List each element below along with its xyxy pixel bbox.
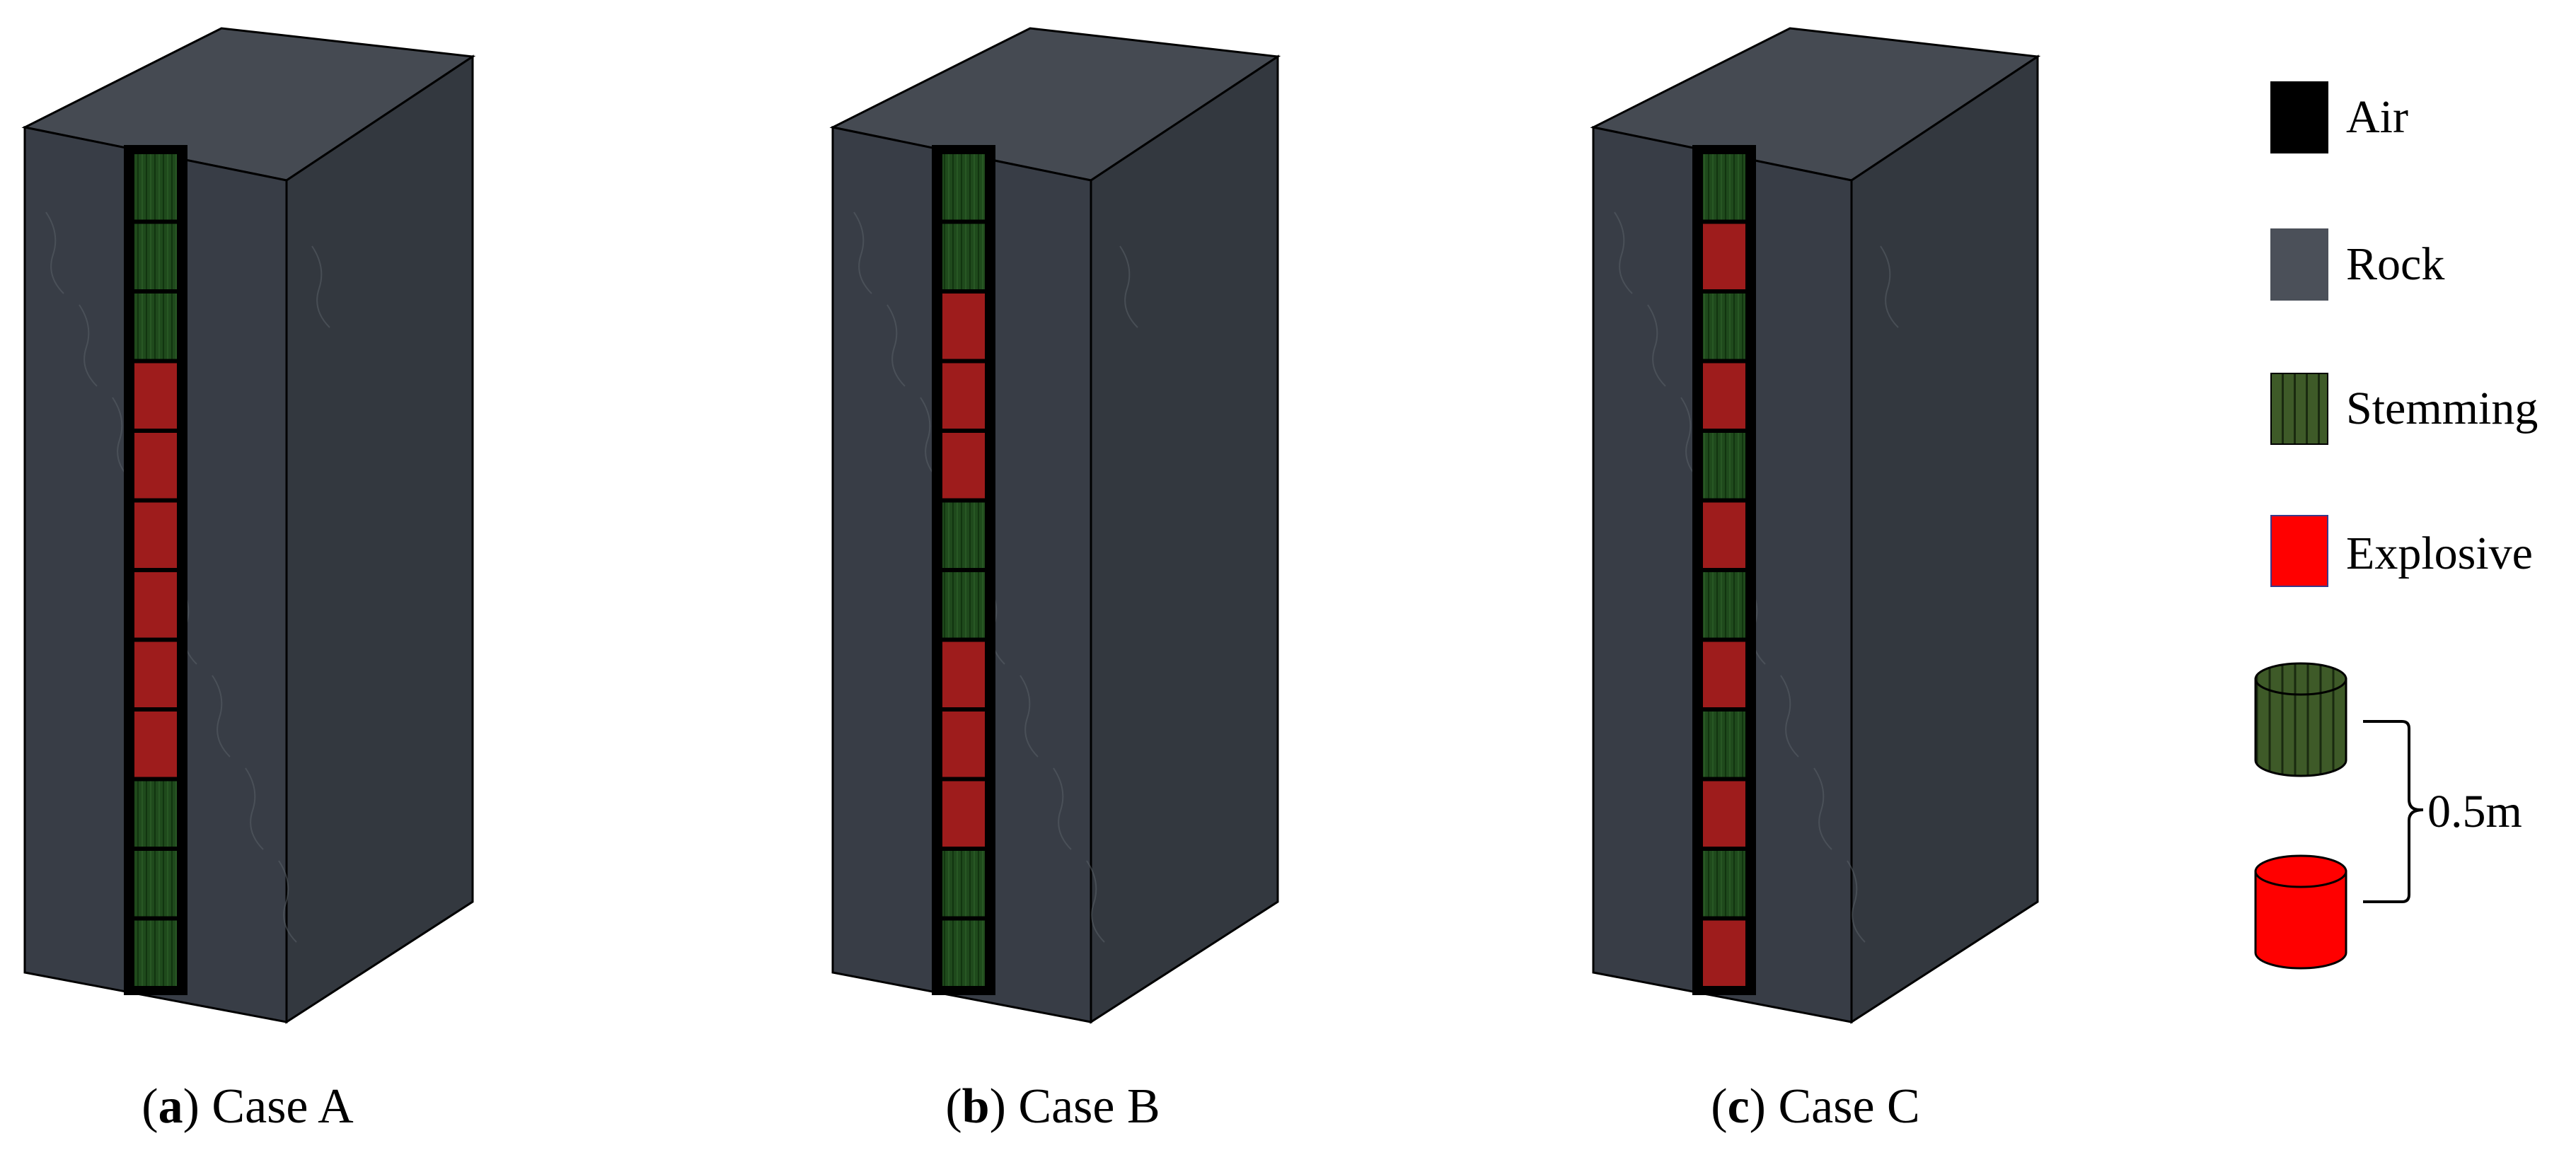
- explosive-segment: [941, 640, 986, 709]
- rock-crack: [1880, 245, 1899, 328]
- explosive-segment: [941, 292, 986, 361]
- legend-label-stemming: Stemming: [2346, 383, 2539, 434]
- rock-crack: [1119, 245, 1138, 328]
- rock-crack: [245, 767, 264, 850]
- stemming-segment: [1702, 571, 1747, 639]
- stemming-segment: [941, 919, 986, 987]
- rock-crack: [886, 304, 906, 387]
- legend-label-explosive: Explosive: [2346, 528, 2533, 579]
- cylinder-top: [2254, 854, 2347, 888]
- explosive-segment: [133, 571, 178, 639]
- legend-swatch-rock: [2270, 228, 2328, 301]
- caption-label-c: Case C: [1778, 1079, 1920, 1134]
- stemming-segment: [133, 849, 178, 918]
- explosive-segment: [133, 501, 178, 569]
- caption-label-b: Case B: [1018, 1079, 1160, 1134]
- rock-crack: [1614, 211, 1633, 294]
- rock-crack: [1847, 860, 1866, 943]
- explosive-segment: [133, 361, 178, 430]
- stemming-segment: [133, 222, 178, 291]
- caption-case-a: (a) Case A: [141, 1079, 354, 1134]
- rock-crack: [1053, 767, 1072, 850]
- rock-side-face: [285, 54, 474, 1024]
- rock-crack: [1020, 675, 1039, 757]
- caption-case-c: (c) Case C: [1711, 1079, 1920, 1134]
- rock-side-face: [1850, 54, 2039, 1024]
- stemming-segment: [133, 292, 178, 361]
- legend-swatch-explosive: [2270, 515, 2328, 587]
- explosive-segment: [1702, 640, 1747, 709]
- stemming-segment: [941, 501, 986, 569]
- explosive-segment: [941, 361, 986, 430]
- stemming-segment: [1702, 292, 1747, 361]
- rock-block-case-b: [829, 27, 1281, 1024]
- rock-crack: [212, 675, 231, 757]
- rock-block-case-a: [21, 27, 476, 1024]
- rock-crack: [1680, 397, 1699, 480]
- caption-tag-c: c: [1727, 1079, 1750, 1134]
- rock-crack: [45, 211, 64, 294]
- stemming-segment: [133, 919, 178, 987]
- rock-crack: [278, 860, 297, 943]
- rock-crack: [1647, 304, 1666, 387]
- legend-label-rock: Rock: [2346, 238, 2445, 290]
- cylinder-body: [2254, 678, 2347, 777]
- legend-label-air: Air: [2346, 91, 2408, 143]
- caption-tag-a: a: [158, 1079, 183, 1134]
- stemming-cylinder-icon: [2254, 662, 2347, 777]
- explosive-cylinder-icon: [2254, 854, 2347, 970]
- rock-crack: [79, 304, 98, 387]
- explosive-segment: [1702, 361, 1747, 430]
- stemming-segment: [1702, 431, 1747, 500]
- stemming-segment: [133, 153, 178, 221]
- rock-crack: [311, 245, 330, 328]
- explosive-segment: [1702, 222, 1747, 291]
- rock-crack: [1813, 767, 1832, 850]
- explosive-segment: [133, 640, 178, 709]
- explosive-segment: [133, 431, 178, 500]
- stemming-segment: [941, 571, 986, 639]
- rock-block-case-c: [1590, 27, 2041, 1024]
- explosive-segment: [941, 779, 986, 848]
- explosive-segment: [941, 431, 986, 500]
- stemming-segment: [941, 222, 986, 291]
- explosive-segment: [941, 710, 986, 779]
- cylinder-body: [2254, 870, 2347, 970]
- stemming-segment: [941, 153, 986, 221]
- explosive-segment: [1702, 919, 1747, 987]
- rock-crack: [920, 397, 939, 480]
- rock-crack: [1780, 675, 1799, 757]
- caption-label-a: Case A: [212, 1079, 354, 1134]
- scale-brace: [2363, 720, 2424, 903]
- explosive-segment: [133, 710, 178, 779]
- scale-label: 0.5m: [2427, 786, 2522, 837]
- caption-case-b: (b) Case B: [945, 1079, 1160, 1134]
- legend-swatch-air: [2270, 81, 2328, 153]
- stemming-segment: [1702, 849, 1747, 918]
- stemming-segment: [133, 779, 178, 848]
- rock-crack: [1086, 860, 1105, 943]
- rock-crack: [112, 397, 131, 480]
- explosive-segment: [1702, 501, 1747, 569]
- legend-swatch-stemming: [2270, 373, 2328, 445]
- stemming-segment: [1702, 153, 1747, 221]
- explosive-segment: [1702, 779, 1747, 848]
- caption-tag-b: b: [961, 1079, 990, 1134]
- stemming-segment: [941, 849, 986, 918]
- rock-crack: [853, 211, 872, 294]
- stemming-segment: [1702, 710, 1747, 779]
- cylinder-top: [2254, 662, 2347, 696]
- rock-side-face: [1090, 54, 1279, 1024]
